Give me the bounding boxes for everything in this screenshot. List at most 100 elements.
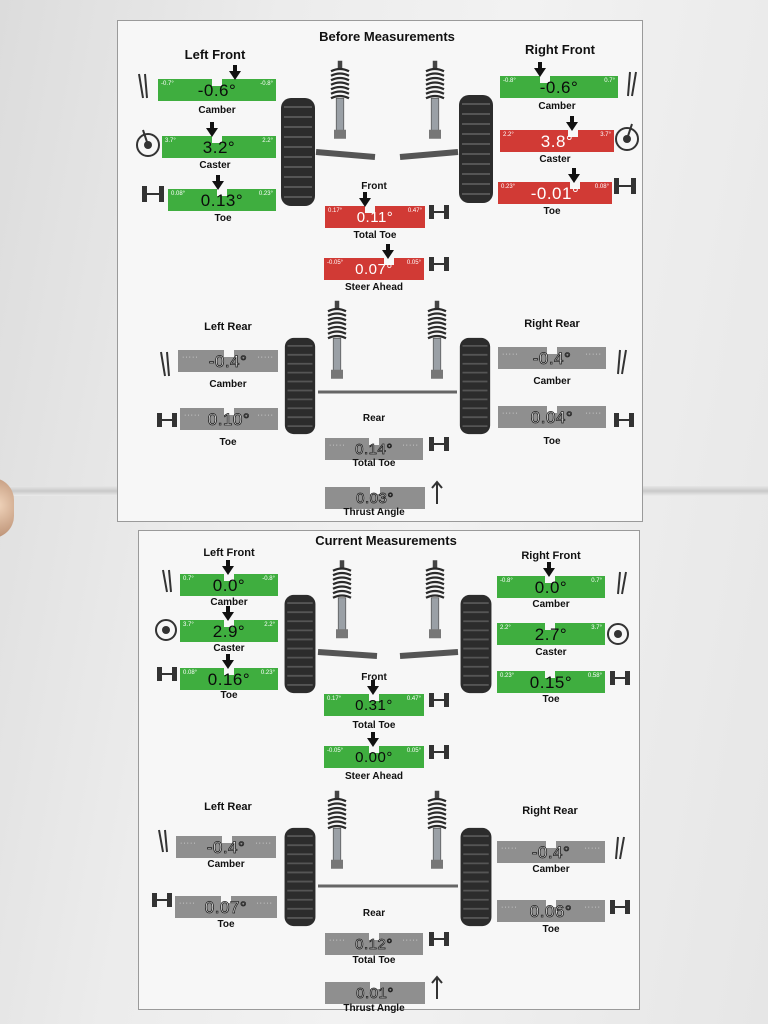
toe-icon (429, 932, 449, 946)
before-rr-camber-label: Camber (533, 376, 571, 387)
before-lf-camber-label: Camber (198, 105, 236, 116)
toe-icon (429, 205, 449, 219)
current-rr-toe-label: Toe (542, 924, 560, 935)
camber-icon (617, 571, 627, 595)
before-total-toe-gauge: 0.17°0.47° 0.11° (325, 192, 425, 228)
current-lf-camber-label: Camber (210, 597, 248, 608)
before-rr-toe-label: Toe (543, 436, 561, 447)
caster-icon (615, 123, 639, 151)
before-lr-toe-label: Toe (219, 437, 237, 448)
current-lr-camber-gauge: ·········· -0.4° (176, 830, 276, 858)
current-title: Current Measurements (315, 533, 457, 548)
current-lf-toe-gauge: 0.08°0.23° 0.16° (180, 654, 278, 690)
current-left-rear-heading: Left Rear (204, 801, 252, 813)
current-rf-camber-gauge: -0.8°0.7° 0.0° (497, 562, 605, 598)
before-rr-camber-gauge: ·········· -0.4° (498, 341, 606, 369)
before-rf-caster-label: Caster (539, 154, 571, 165)
before-rf-caster-gauge: 2.2°3.7° 3.8° (500, 116, 614, 152)
current-total-toe-gauge: 0.17°0.47° 0.31° (324, 680, 424, 716)
before-rf-camber-gauge: -0.8°0.7° -0.6° (500, 62, 618, 98)
toe-icon (429, 693, 449, 707)
current-steer-ahead-gauge: -0.05°0.05° 0.00° (324, 732, 424, 768)
camber-icon (615, 836, 625, 860)
current-total-toe-label: Total Toe (352, 720, 396, 731)
current-lf-toe-label: Toe (220, 690, 238, 701)
current-rr-camber-label: Camber (532, 864, 570, 875)
current-thrust-angle-label: Thrust Angle (343, 1003, 405, 1014)
before-rr-toe-gauge: ·········· 0.04° (498, 400, 606, 428)
camber-icon (617, 349, 627, 375)
before-front-label: Front (361, 181, 387, 192)
before-left-front-heading: Left Front (184, 47, 246, 62)
current-front-label: Front (361, 672, 387, 683)
current-rf-toe-label: Toe (542, 694, 560, 705)
before-right-front-heading: Right Front (524, 42, 596, 57)
front-suspension-diagram (283, 558, 493, 694)
current-rf-toe-gauge: 0.23°0.58° 0.15° (497, 665, 605, 693)
current-rf-camber-label: Camber (532, 599, 570, 610)
steer-ahead-icon (429, 257, 449, 271)
before-rear-label: Rear (362, 413, 386, 424)
current-thrust-angle-gauge: 0.01° (325, 976, 425, 1004)
before-lf-caster-label: Caster (199, 160, 231, 171)
current-rf-caster-label: Caster (535, 647, 567, 658)
before-left-rear-heading: Left Rear (204, 321, 252, 333)
thrust-angle-icon (431, 975, 443, 999)
steer-ahead-icon (429, 745, 449, 759)
current-lr-camber-label: Camber (207, 859, 245, 870)
rear-suspension-diagram (283, 789, 493, 927)
current-rear-label: Rear (362, 908, 386, 919)
camber-icon (160, 351, 170, 377)
before-rf-toe-gauge: 0.23°0.08° -0.01° (498, 168, 612, 204)
current-lr-toe-label: Toe (217, 919, 235, 930)
current-rf-caster-gauge: 2.2°3.7° 2.7° (497, 617, 605, 645)
current-rr-toe-gauge: ·········· 0.06° (497, 894, 605, 922)
thumb (0, 478, 14, 538)
current-lr-toe-gauge: ·········· 0.07° (175, 890, 277, 918)
before-thrust-angle-label: Thrust Angle (343, 507, 405, 518)
before-lr-camber-gauge: ·········· -0.4° (178, 344, 278, 372)
camber-icon (627, 71, 637, 97)
before-total-toe-label: Total Toe (353, 230, 397, 241)
current-lf-caster-label: Caster (213, 643, 245, 654)
thrust-angle-icon (431, 480, 443, 504)
current-lf-camber-gauge: 0.7°-0.8° 0.0° (180, 560, 278, 596)
before-rear-total-toe-gauge: ·········· 0.14° (325, 432, 423, 460)
current-lf-caster-gauge: 3.7°2.2° 2.9° (180, 606, 278, 642)
before-steer-ahead-gauge: -0.05°0.05° 0.07° (324, 244, 424, 280)
toe-icon (157, 667, 177, 681)
before-lr-camber-label: Camber (209, 379, 247, 390)
toe-icon (152, 893, 172, 907)
current-right-front-heading: Right Front (521, 550, 581, 562)
current-steer-ahead-label: Steer Ahead (345, 771, 403, 782)
before-rf-camber-label: Camber (538, 101, 576, 112)
before-rear-total-toe-label: Total Toe (352, 458, 396, 469)
before-title: Before Measurements (319, 29, 455, 44)
before-lf-toe-label: Toe (214, 213, 232, 224)
current-right-rear-heading: Right Rear (522, 805, 578, 817)
caster-icon (155, 619, 177, 641)
camber-icon (138, 73, 148, 99)
toe-icon (610, 900, 630, 914)
toe-icon (614, 178, 636, 194)
toe-icon (610, 671, 630, 685)
current-rear-total-toe-label: Total Toe (352, 955, 396, 966)
rear-suspension-diagram (283, 299, 492, 435)
before-rf-toe-label: Toe (543, 206, 561, 217)
toe-icon (142, 186, 164, 202)
caster-icon (607, 623, 629, 645)
camber-icon (158, 829, 168, 853)
before-steer-ahead-label: Steer Ahead (345, 282, 403, 293)
current-left-front-heading: Left Front (203, 547, 255, 559)
before-thrust-angle-gauge: 0.03° (325, 481, 425, 509)
toe-icon (429, 437, 449, 451)
camber-icon (162, 569, 172, 593)
before-lf-toe-gauge: 0.08°0.23° 0.13° (168, 175, 276, 211)
front-suspension-diagram (280, 59, 494, 207)
before-lf-caster-gauge: 3.7°2.2° 3.2° (162, 122, 276, 158)
before-right-rear-heading: Right Rear (524, 318, 580, 330)
current-panel (138, 530, 640, 1010)
toe-icon (157, 413, 177, 427)
caster-icon (136, 129, 160, 157)
toe-icon (614, 413, 634, 427)
